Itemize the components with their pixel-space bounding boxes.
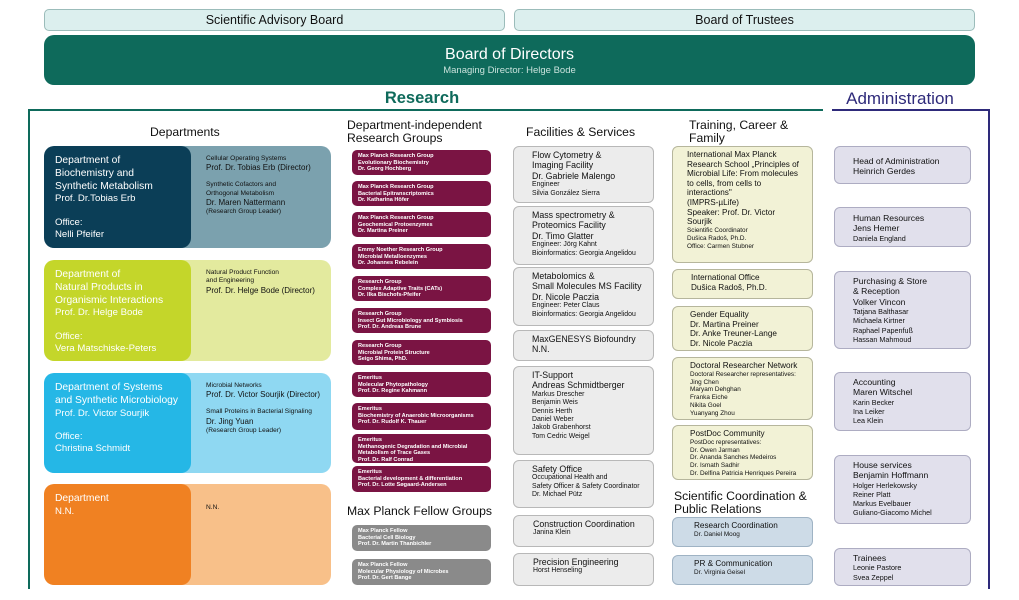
fellow-groups-heading: Max Planck Fellow Groups xyxy=(347,504,492,518)
bod-title: Board of Directors xyxy=(445,46,574,63)
facility-metabolomics[interactable]: Metabolomics &Small Molecules MS Facilit… xyxy=(513,267,654,326)
training-postdoc-community[interactable]: PostDoc Community PostDoc representative… xyxy=(672,425,813,480)
board-of-directors[interactable]: Board of Directors Managing Director: He… xyxy=(44,35,975,85)
research-line xyxy=(28,109,823,111)
admin-line-right xyxy=(988,109,990,589)
admin-line xyxy=(832,109,990,111)
bod-subtitle: Managing Director: Helge Bode xyxy=(443,65,576,76)
sci-coord-heading: Scientific Coordination &Public Relation… xyxy=(674,489,807,516)
research-line-left xyxy=(28,109,30,589)
scientific-advisory-board[interactable]: Scientific Advisory Board xyxy=(44,9,505,31)
training-doctoral-network[interactable]: Doctoral Researcher Network Doctoral Res… xyxy=(672,357,813,420)
department-nn-right: N.N. xyxy=(206,504,220,511)
sab-label: Scientific Advisory Board xyxy=(205,13,344,27)
bot-label: Board of Trustees xyxy=(695,13,794,27)
research-title: Research xyxy=(384,89,460,107)
training-heading: Training, Career &Family xyxy=(689,118,789,145)
board-of-trustees[interactable]: Board of Trustees xyxy=(514,9,975,31)
administration-title: Administration xyxy=(846,89,954,108)
departments-heading: Departments xyxy=(150,125,220,139)
facilities-heading: Facilities & Services xyxy=(526,125,636,139)
